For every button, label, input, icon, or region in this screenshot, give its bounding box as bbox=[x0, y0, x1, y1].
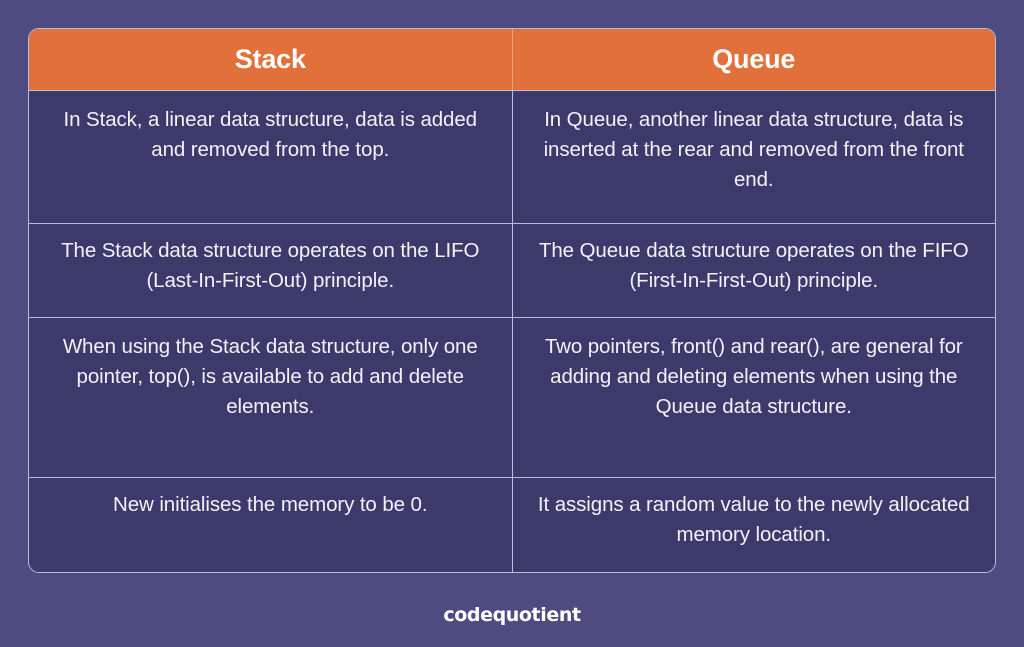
cell-queue-principle: The Queue data structure operates on the… bbox=[511, 224, 996, 317]
table-header-row: Stack Queue bbox=[29, 29, 995, 90]
cell-stack-principle: The Stack data structure operates on the… bbox=[61, 239, 480, 293]
column-header-queue: Queue bbox=[511, 29, 996, 90]
table-row: In Stack, a linear data structure, data … bbox=[29, 90, 995, 223]
cell-queue-pointers: Two pointers, front() and rear(), are ge… bbox=[511, 318, 996, 477]
cell-queue-definition: In Queue, another linear data structure,… bbox=[511, 91, 996, 223]
column-header-stack: Stack bbox=[234, 44, 306, 74]
cell-stack-memory: New initialises the memory to be 0. bbox=[113, 493, 428, 516]
cell-queue-memory: It assigns a random value to the newly a… bbox=[511, 478, 996, 572]
stack-vs-queue-table: Stack Queue In Stack, a linear data stru… bbox=[28, 28, 996, 573]
brand-logo-part-two: quotient bbox=[492, 604, 581, 626]
cell-stack-definition: In Stack, a linear data structure, data … bbox=[63, 108, 478, 162]
cell-stack-pointers: When using the Stack data structure, onl… bbox=[62, 335, 478, 419]
brand-logo: codequotient bbox=[0, 604, 1024, 626]
table-row: The Stack data structure operates on the… bbox=[29, 223, 995, 317]
table-row: New initialises the memory to be 0. It a… bbox=[29, 477, 995, 572]
table-row: When using the Stack data structure, onl… bbox=[29, 317, 995, 477]
brand-logo-part-one: code bbox=[443, 604, 493, 626]
